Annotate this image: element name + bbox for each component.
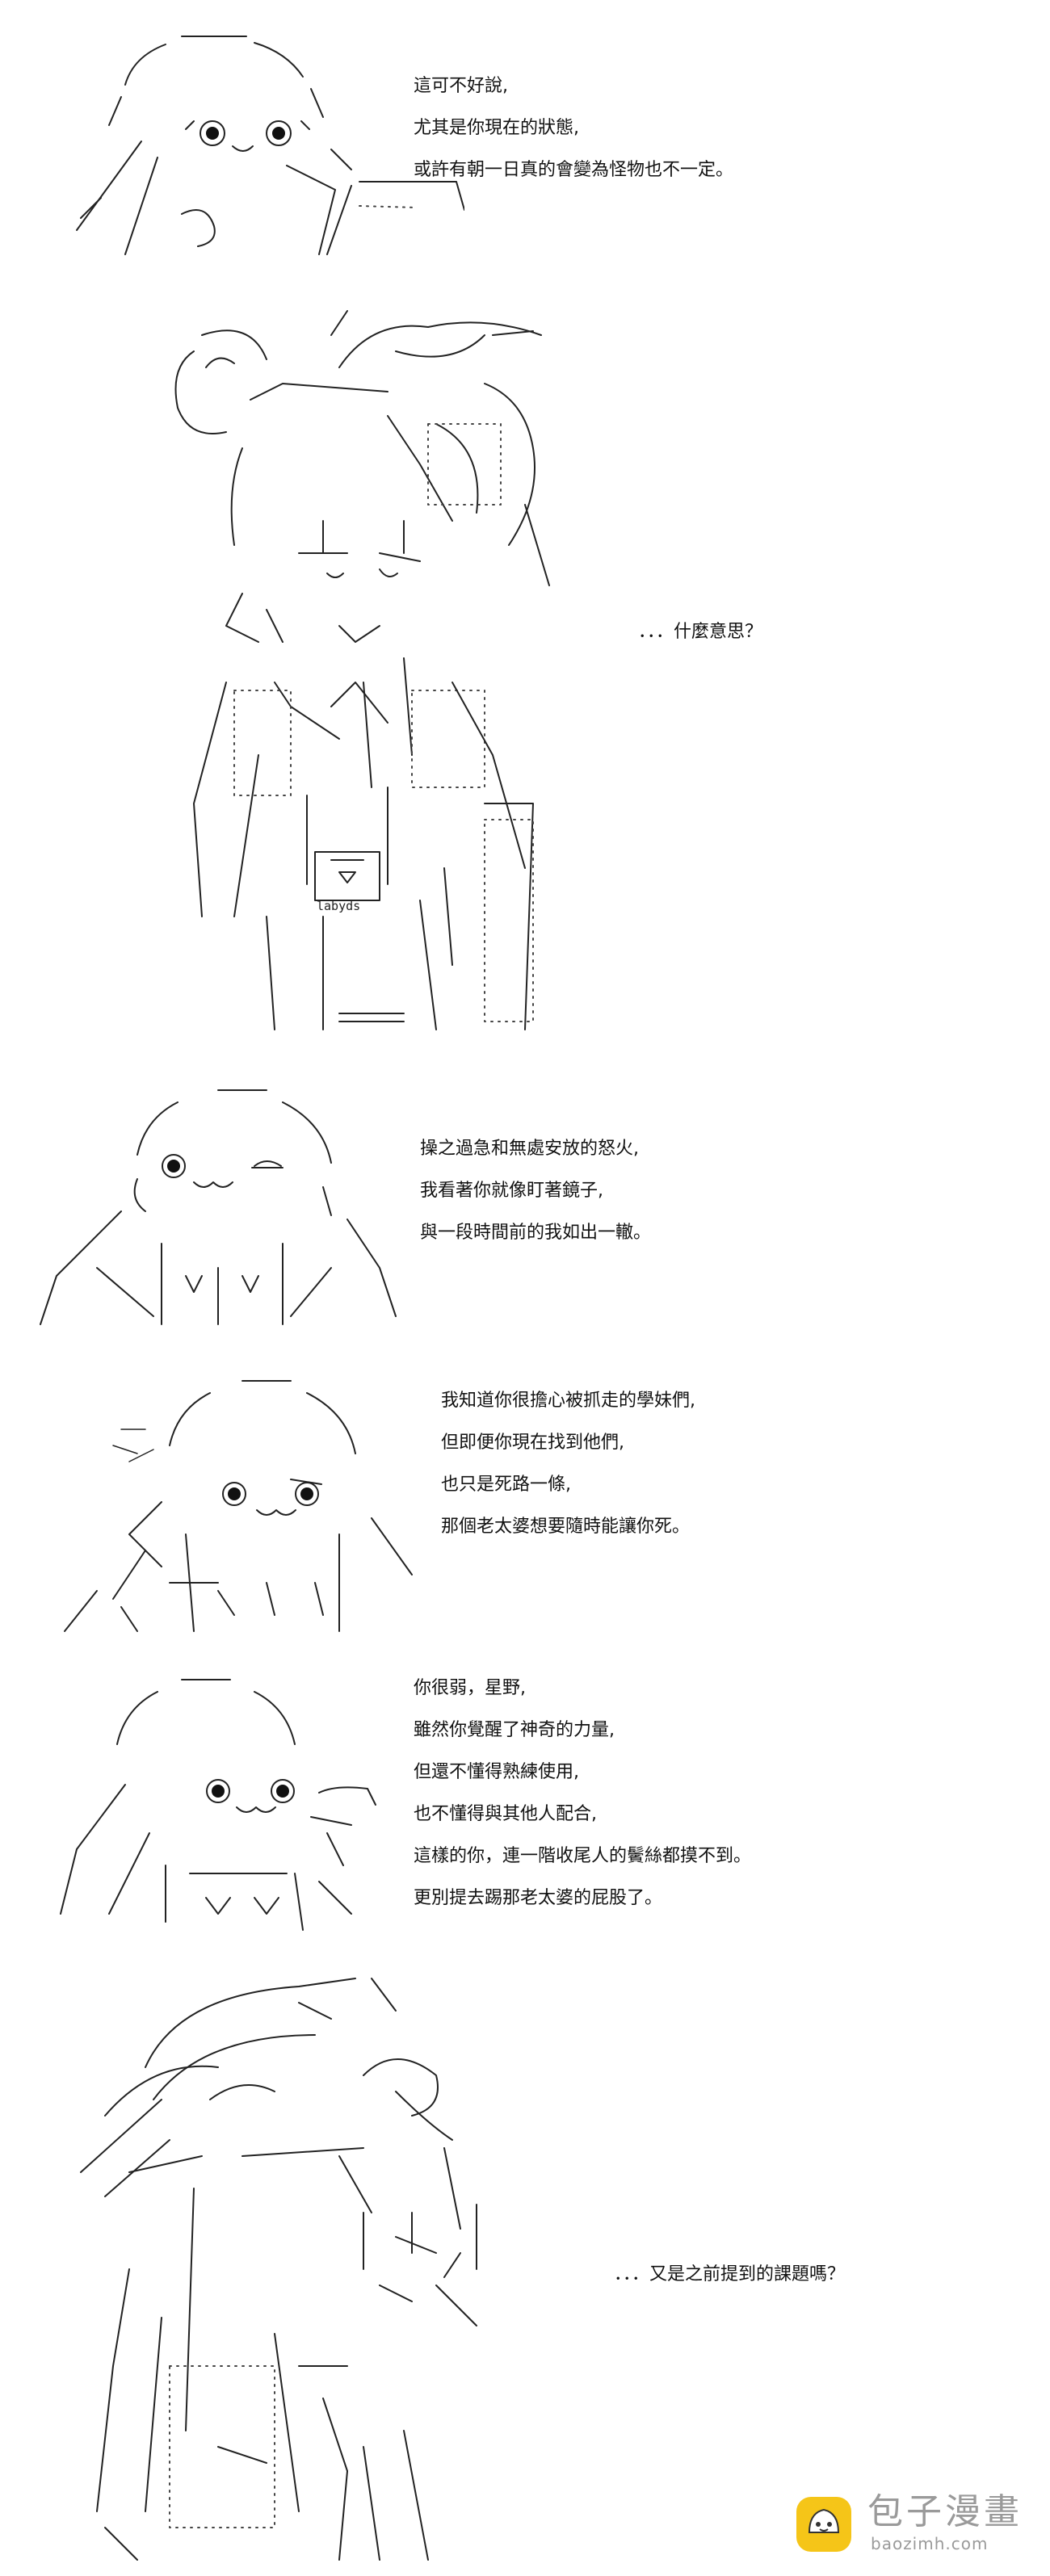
panel-6: ．．．又是之前提到的課題嗎？ 包子漫畫 baozimh.com — [0, 1938, 1050, 2576]
dialogue-line: ．．．什麼意思？ — [638, 622, 763, 642]
dialogue-line: 我知道你很擔心被抓走的學妹們, — [441, 1391, 695, 1411]
dialogue-line: 但還不懂得熟練使用, — [414, 1762, 579, 1782]
dialogue-line: 操之過急和無處安放的怒火, — [420, 1139, 639, 1159]
panel-1: 這可不好說, 尤其是你現在的狀態, 或許有朝一日真的會變為怪物也不一定。 — [0, 0, 1050, 291]
sign-text: labyds — [317, 899, 361, 913]
bald-character-serious-art — [24, 1082, 404, 1340]
bald-character-determined-art — [48, 1373, 436, 1639]
dialogue-box-6: ．．．又是之前提到的課題嗎？ — [614, 2263, 845, 2305]
dialogue-line: ．．．又是之前提到的課題嗎？ — [614, 2264, 846, 2284]
dialogue-box-4: 我知道你很擔心被抓走的學妹們, 但即便你現在找到他們, 也只是死路一條, 那個老… — [441, 1389, 695, 1557]
bald-character-pointing-art — [44, 1672, 424, 1938]
watermark-site-name: 包子漫畫 — [867, 2491, 1023, 2532]
hoshino-character-thinking-art — [57, 1946, 573, 2568]
dialogue-line: 與一段時間前的我如出一轍。 — [420, 1223, 652, 1243]
dialogue-line: 這樣的你，連一階收尾人的鬢絲都摸不到。 — [414, 1846, 752, 1866]
panel-4: 我知道你很擔心被抓走的學妹們, 但即便你現在找到他們, 也只是死路一條, 那個老… — [0, 1357, 1050, 1647]
dialogue-box-1: 這可不好說, 尤其是你現在的狀態, 或許有朝一日真的會變為怪物也不一定。 — [414, 74, 733, 200]
hoshino-character-art: labyds — [145, 303, 678, 1054]
site-watermark: 包子漫畫 baozimh.com — [793, 2490, 1035, 2558]
dialogue-line: 但即便你現在找到他們, — [441, 1433, 624, 1453]
dialogue-line: 雖然你覺醒了神奇的力量, — [414, 1720, 615, 1740]
dialogue-line: 你很弱，星野, — [414, 1678, 526, 1698]
dialogue-line: 也不懂得與其他人配合, — [414, 1804, 597, 1824]
dialogue-box-2: ．．．什麼意思？ — [638, 620, 762, 662]
dialogue-line: 那個老太婆想要隨時能讓你死。 — [441, 1517, 691, 1537]
dialogue-box-5: 你很弱，星野, 雖然你覺醒了神奇的力量, 但還不懂得熟練使用, 也不懂得與其他人… — [414, 1676, 751, 1928]
dialogue-box-3: 操之過急和無處安放的怒火, 我看著你就像盯著鏡子, 與一段時間前的我如出一轍。 — [420, 1137, 651, 1263]
dialogue-line: 我看著你就像盯著鏡子, — [420, 1181, 603, 1201]
panel-2: labyds ．．．什麼意思？ — [0, 291, 1050, 1066]
baozi-logo-icon — [793, 2494, 855, 2555]
panel-3: 操之過急和無處安放的怒火, 我看著你就像盯著鏡子, 與一段時間前的我如出一轍。 — [0, 1066, 1050, 1357]
dialogue-line: 更別提去踢那老太婆的屁股了。 — [414, 1888, 663, 1908]
dialogue-line: 也只是死路一條, — [441, 1475, 571, 1495]
bald-character-reading-art — [44, 20, 464, 262]
dialogue-line: 這可不好說, — [414, 76, 508, 96]
watermark-site-url: baozimh.com — [871, 2534, 989, 2553]
panel-5: 你很弱，星野, 雖然你覺醒了神奇的力量, 但還不懂得熟練使用, 也不懂得與其他人… — [0, 1647, 1050, 1938]
dialogue-line: 尤其是你現在的狀態, — [414, 118, 579, 138]
dialogue-line: 或許有朝一日真的會變為怪物也不一定。 — [414, 160, 734, 180]
